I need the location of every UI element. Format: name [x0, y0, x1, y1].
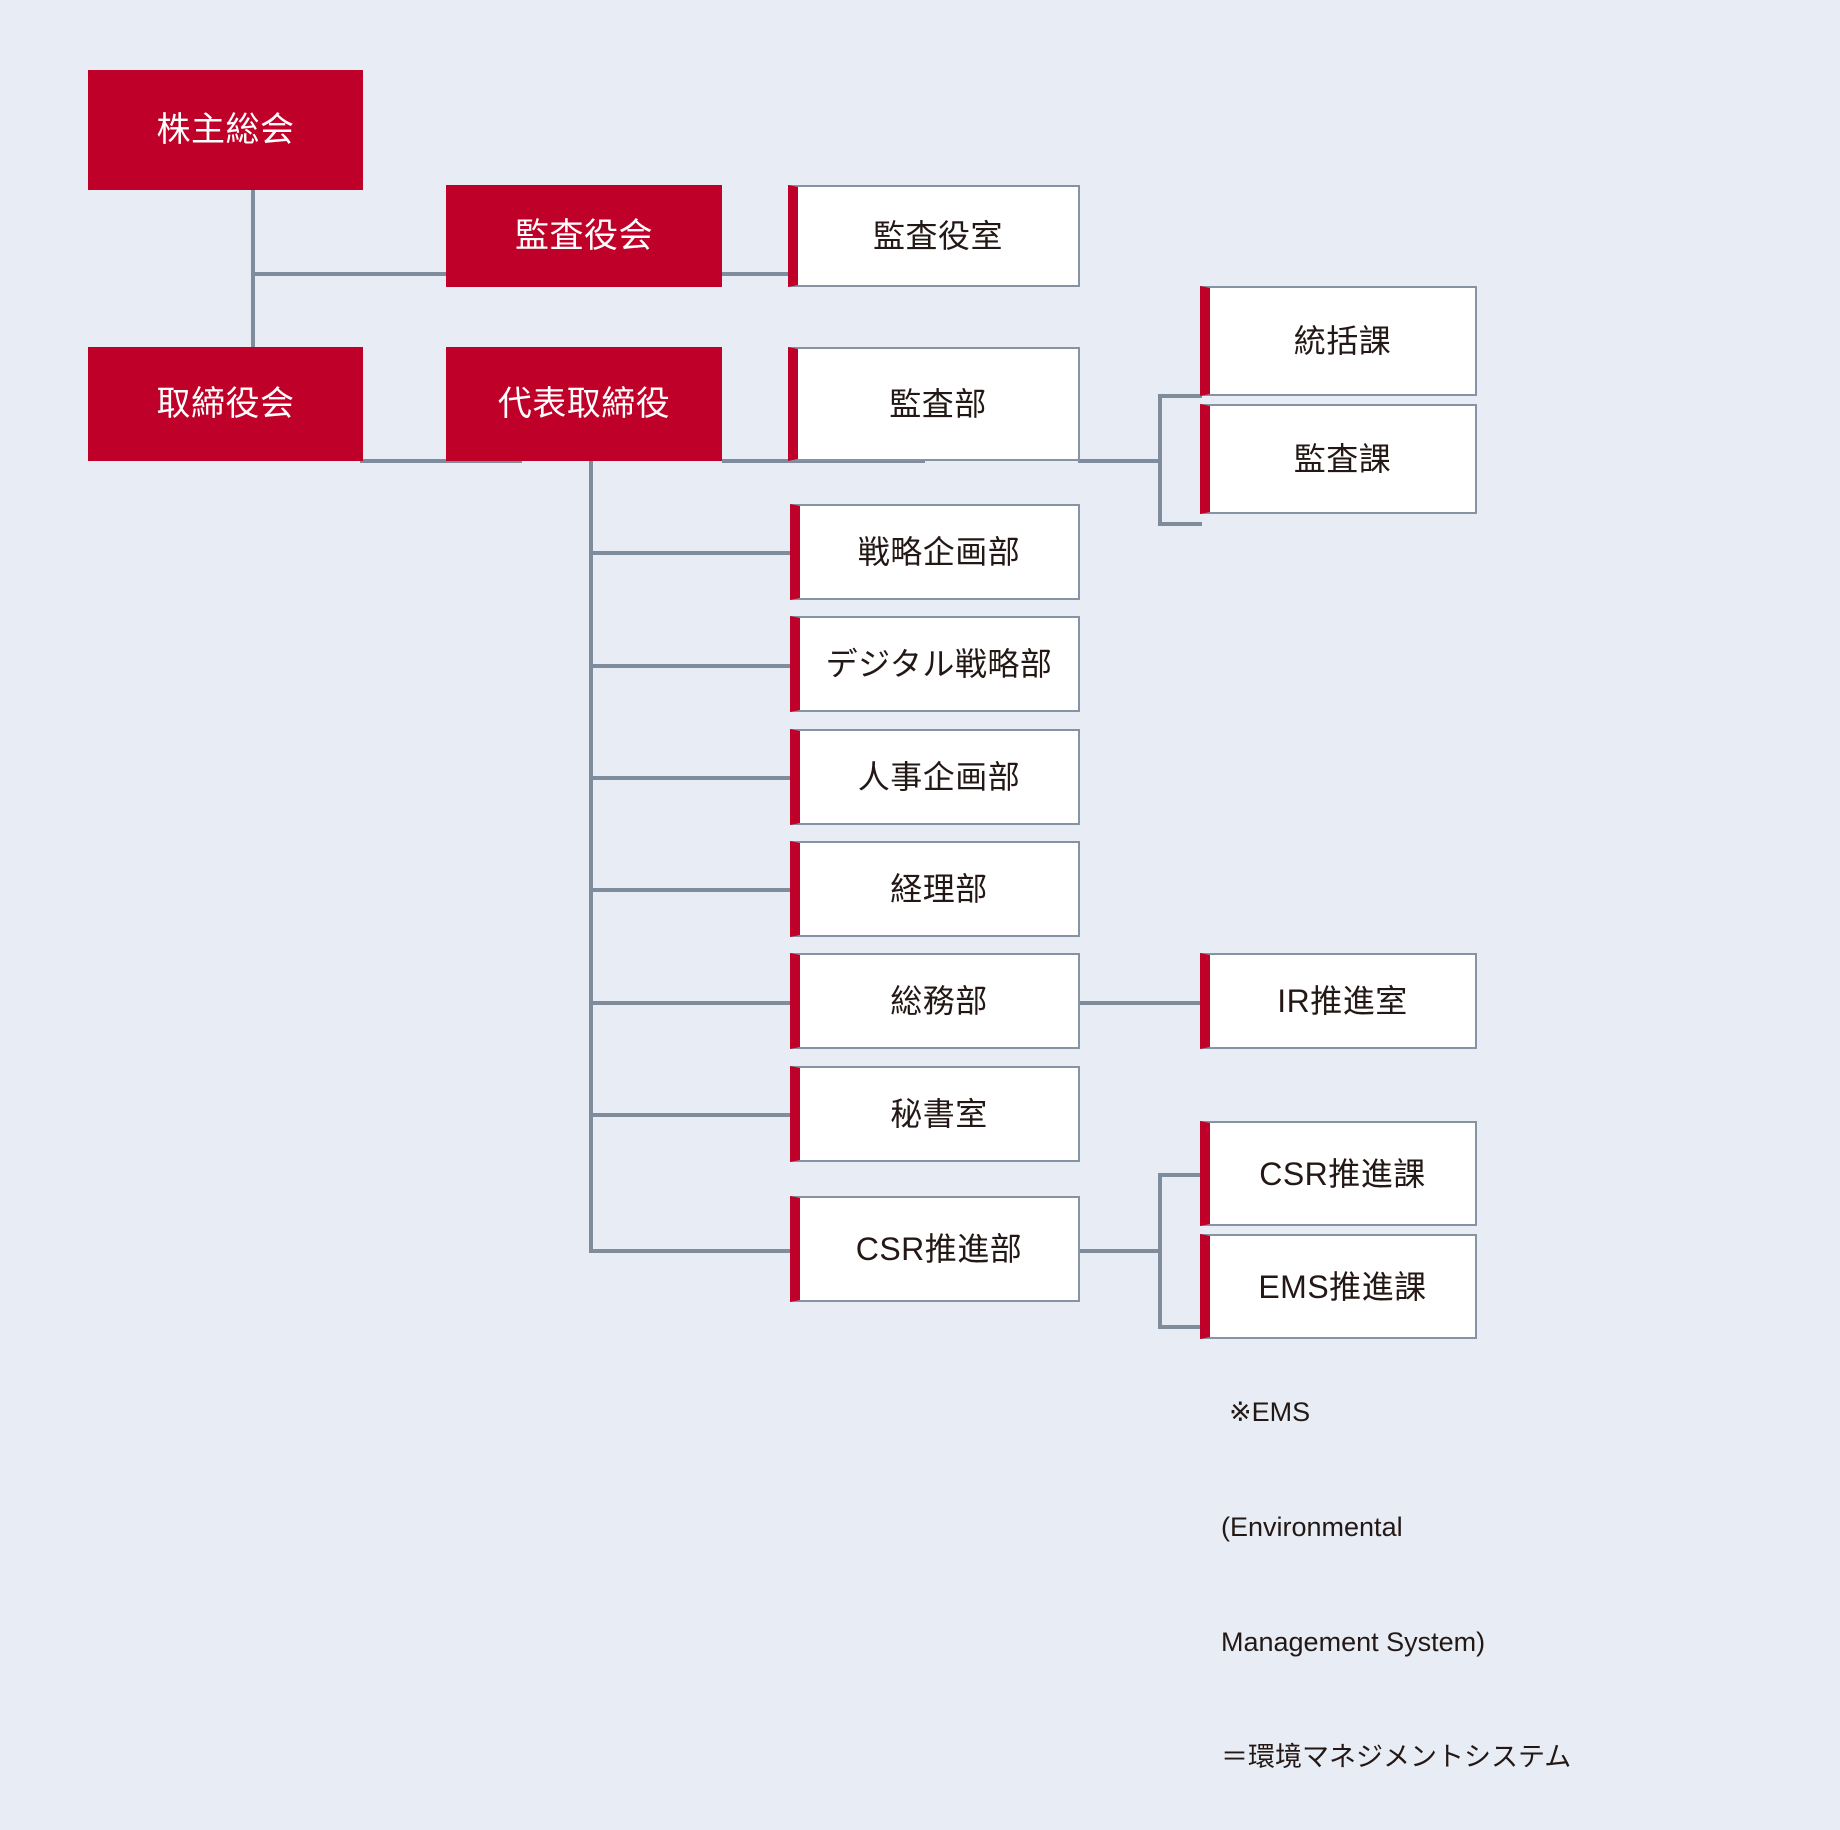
connector-trunk-to-strategic-planning [589, 551, 792, 555]
connector-general-affairs-to-ir-office [1078, 1001, 1202, 1005]
node-audit-department[interactable]: 監査部 [788, 347, 1080, 461]
node-hr-planning-dept[interactable]: 人事企画部 [790, 729, 1080, 825]
connector-trunk-to-secretariat [589, 1113, 792, 1117]
connector-to-audit-general-section [1158, 394, 1202, 398]
connector-shareholders-to-auditors-board [251, 272, 451, 276]
footnote-line-4: ＝環境マネジメントシステム [1221, 1742, 1572, 1773]
node-audit-section[interactable]: 監査課 [1200, 404, 1477, 514]
connector-trunk-to-accounting [589, 888, 792, 892]
node-csr-promotion-dept[interactable]: CSR推進部 [790, 1196, 1080, 1302]
connector-representative-to-audit-dept [722, 459, 925, 463]
connector-csr-sections-bracket [1158, 1173, 1162, 1329]
node-board-of-directors[interactable]: 取締役会 [88, 347, 363, 461]
connector-board-to-representative [360, 459, 522, 463]
node-accounting-dept[interactable]: 経理部 [790, 841, 1080, 937]
node-strategic-planning-dept[interactable]: 戦略企画部 [790, 504, 1080, 600]
connector-audit-sections-bracket [1158, 394, 1162, 526]
node-general-affairs-dept[interactable]: 総務部 [790, 953, 1080, 1049]
node-shareholders-meeting[interactable]: 株主総会 [88, 70, 363, 190]
node-auditors-board[interactable]: 監査役会 [446, 185, 722, 287]
connector-trunk-to-digital-strategy [589, 664, 792, 668]
connector-audit-dept-out [1078, 459, 1158, 463]
node-csr-promotion-section[interactable]: CSR推進課 [1200, 1121, 1477, 1226]
connector-to-audit-section [1158, 522, 1202, 526]
footnote-line-1: ※EMS [1229, 1397, 1311, 1428]
connector-to-ems-section [1158, 1325, 1202, 1329]
node-representative-director[interactable]: 代表取締役 [446, 347, 722, 461]
connector-representative-trunk [589, 450, 593, 1253]
connector-trunk-to-csr-dept [589, 1249, 792, 1253]
footnote-line-2: (Environmental [1221, 1512, 1403, 1543]
node-ir-promotion-office[interactable]: IR推進室 [1200, 953, 1477, 1049]
node-ems-promotion-section[interactable]: EMS推進課 [1200, 1234, 1477, 1339]
connector-trunk-to-hr-planning [589, 776, 792, 780]
ems-footnote: ※EMS (Environmental Management System) ＝… [1199, 1355, 1619, 1830]
node-audit-general-affairs-section[interactable]: 統括課 [1200, 286, 1477, 396]
connector-csr-dept-out [1078, 1249, 1158, 1253]
node-auditors-office[interactable]: 監査役室 [788, 185, 1080, 287]
connector-to-csr-section [1158, 1173, 1202, 1177]
node-secretariat[interactable]: 秘書室 [790, 1066, 1080, 1162]
node-digital-strategy-dept[interactable]: デジタル戦略部 [790, 616, 1080, 712]
footnote-line-3: Management System) [1221, 1627, 1486, 1658]
connector-shareholders-vertical [251, 190, 255, 450]
connector-trunk-to-general-affairs [589, 1001, 792, 1005]
connector-auditors-board-to-office [722, 272, 790, 276]
